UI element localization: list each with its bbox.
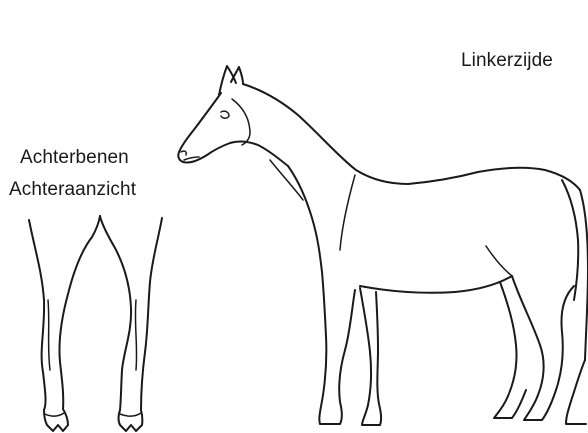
horse-throat-chest bbox=[288, 166, 322, 272]
horse-tail bbox=[562, 180, 578, 300]
horse-nostril bbox=[181, 151, 186, 155]
horse-flank-line bbox=[486, 246, 512, 276]
rear-right-inner-contour bbox=[100, 216, 131, 410]
horse-eye bbox=[221, 111, 229, 118]
rear-left-inner-contour bbox=[59, 216, 100, 409]
horse-ear bbox=[219, 66, 236, 95]
horse-head-outline bbox=[178, 93, 288, 166]
horse-hind-leg-back bbox=[566, 360, 586, 424]
rear-left-outer-contour bbox=[29, 220, 46, 410]
rear-right-tendon-line bbox=[135, 300, 136, 370]
rear-right-hoof-band bbox=[120, 413, 141, 416]
rear-left-tendon-line bbox=[48, 300, 50, 370]
rear-right-outer-contour bbox=[141, 218, 162, 410]
horse-hind-leg-near bbox=[512, 276, 574, 420]
rear-left-hoof-band bbox=[45, 413, 64, 416]
side-view-horse-drawing bbox=[178, 66, 588, 425]
horse-neck-crest bbox=[243, 84, 408, 184]
rear-right-hoof bbox=[119, 410, 143, 431]
horse-belly bbox=[360, 276, 512, 293]
rear-left-hoof bbox=[44, 409, 68, 431]
horse-back-croup bbox=[408, 168, 580, 190]
horse-hind-leg-far bbox=[494, 282, 526, 418]
horse-tail-right-edge bbox=[580, 190, 588, 360]
rear-view-legs-drawing bbox=[29, 216, 162, 431]
horse-front-leg-far bbox=[360, 288, 381, 425]
horse-shoulder-line bbox=[340, 175, 355, 250]
horse-cheek-line bbox=[232, 99, 250, 145]
horse-front-leg-near bbox=[319, 272, 355, 424]
